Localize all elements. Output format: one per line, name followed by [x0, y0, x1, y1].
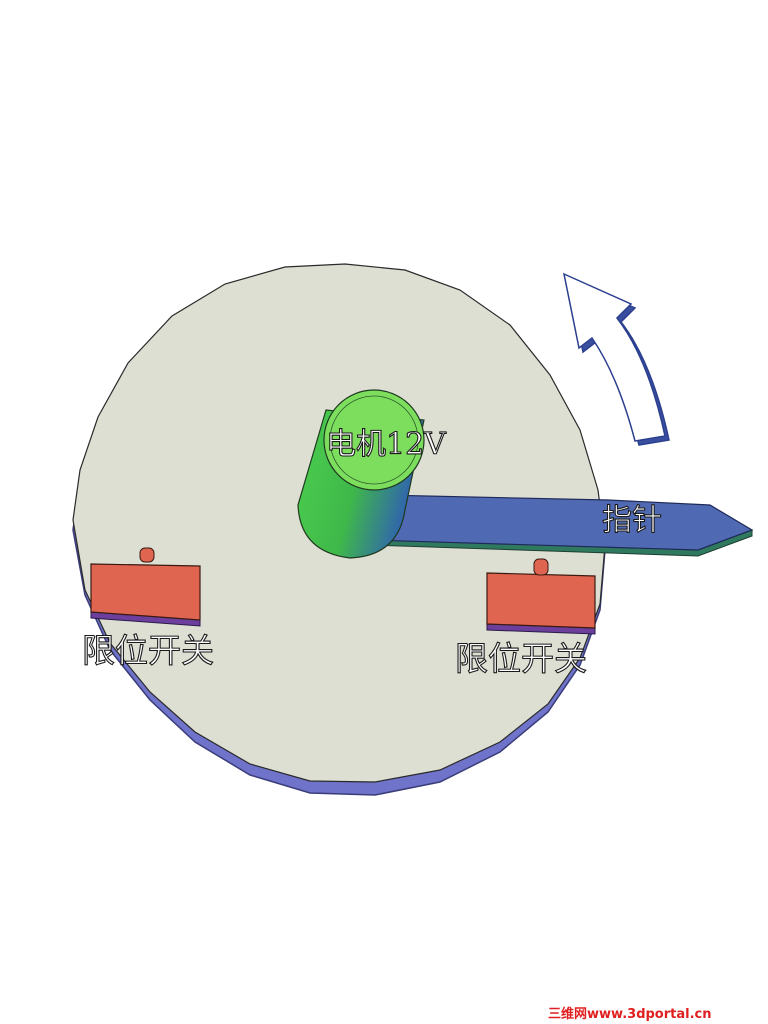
motor — [297, 389, 425, 559]
switch-right-body — [486, 572, 596, 629]
switch-left-body — [90, 563, 201, 621]
switch-left-plunger — [139, 547, 155, 563]
limit-switch-left — [90, 547, 201, 627]
curved-arrow-icon — [562, 272, 670, 446]
switch-right-plunger — [533, 558, 549, 576]
svg-text:三维网www.3dportal.cn: 三维网www.3dportal.cn — [548, 1006, 712, 1022]
pointer-label: 指针 — [602, 503, 662, 538]
pointer-top — [369, 494, 754, 551]
motor-top-rim — [329, 395, 419, 485]
motor-label: 电机12V — [326, 427, 447, 462]
watermark-site: www.3dportal.cn — [587, 1007, 711, 1022]
watermark-prefix: 三维网 — [548, 1006, 587, 1022]
motor-top — [323, 389, 425, 491]
pointer — [369, 494, 754, 557]
curved-arrow-body — [562, 272, 666, 442]
limit-switch-right-label: 限位开关 — [455, 639, 587, 678]
watermark: 三维网www.3dportal.cn — [548, 1006, 712, 1022]
limit-switch-right — [486, 558, 596, 635]
limit-switch-left-label: 限位开关 — [82, 631, 214, 670]
